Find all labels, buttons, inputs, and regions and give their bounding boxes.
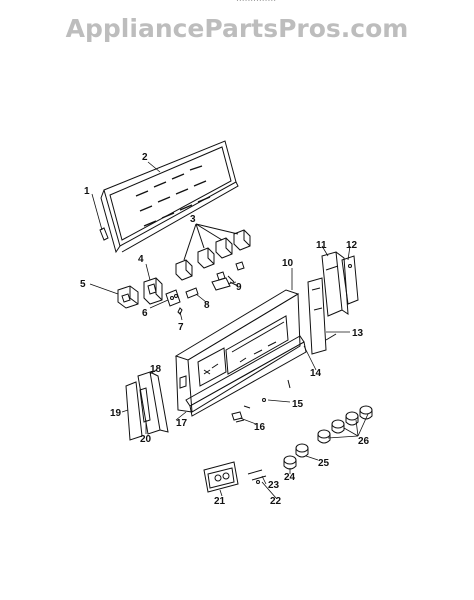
callout-19: 19: [110, 408, 122, 419]
leader-lines: [89, 161, 369, 499]
part-13-end-bracket: [307, 277, 337, 355]
callout-14: 14: [310, 368, 322, 379]
part-8-clip: [185, 287, 199, 299]
part-18-end-cap: [137, 371, 169, 435]
part-6-bracket: [165, 289, 181, 307]
part-19-side-trim: [125, 381, 143, 441]
header-fragment: ..............: [236, 0, 276, 4]
callout-25: 25: [318, 458, 330, 469]
callout-17: 17: [176, 418, 188, 429]
part-7-screw: [177, 307, 183, 315]
callout-20: 20: [140, 434, 152, 445]
callout-13: 13: [352, 328, 364, 339]
part-20-bracket: [139, 387, 151, 423]
part-16-clips: [231, 411, 245, 423]
part-4-switch-box: [143, 277, 163, 305]
callout-3: 3: [190, 214, 196, 225]
part-1-trim: [99, 227, 109, 241]
callout-4: 4: [138, 254, 144, 265]
part-5-infinite-switch: [117, 285, 139, 309]
part-21-clock: [203, 461, 239, 493]
callout-1: 1: [84, 186, 90, 197]
callout-10: 10: [282, 258, 294, 269]
part-26-knobs: [317, 405, 373, 444]
part-3-switches: [175, 223, 251, 281]
part-11-end-cap: [321, 251, 349, 317]
part-9-plug: [211, 275, 239, 291]
callout-11: 11: [316, 240, 327, 251]
callout-24: 24: [284, 472, 296, 483]
part-2-glass-panel: [100, 140, 239, 254]
callout-21: 21: [214, 496, 226, 507]
callout-15: 15: [292, 399, 304, 410]
callout-5: 5: [80, 279, 86, 290]
callout-7: 7: [178, 322, 184, 333]
callout-23: 23: [268, 480, 280, 491]
part-10-control-panel: [174, 289, 301, 413]
callout-labels: 1 2 3 4 5 6 7 8 9 10 11 12 13 14 15 16 1…: [80, 152, 370, 507]
part-24-knob: [283, 455, 297, 470]
part-25-knob: [295, 443, 309, 458]
callout-16: 16: [254, 422, 266, 433]
watermark: AppliancePartsPros.com: [65, 14, 409, 43]
part-22-23-clock-hardware: [247, 469, 267, 484]
callout-26: 26: [358, 436, 370, 447]
callout-2: 2: [142, 152, 148, 163]
callout-18: 18: [150, 364, 162, 375]
callout-12: 12: [346, 240, 358, 251]
part-14-trim: [185, 335, 307, 417]
part-15-screws: [243, 379, 291, 409]
callout-9: 9: [236, 282, 242, 293]
callout-8: 8: [204, 300, 210, 311]
part-12-side-trim: [341, 255, 359, 305]
callout-6: 6: [142, 308, 148, 319]
callout-22: 22: [270, 496, 282, 507]
